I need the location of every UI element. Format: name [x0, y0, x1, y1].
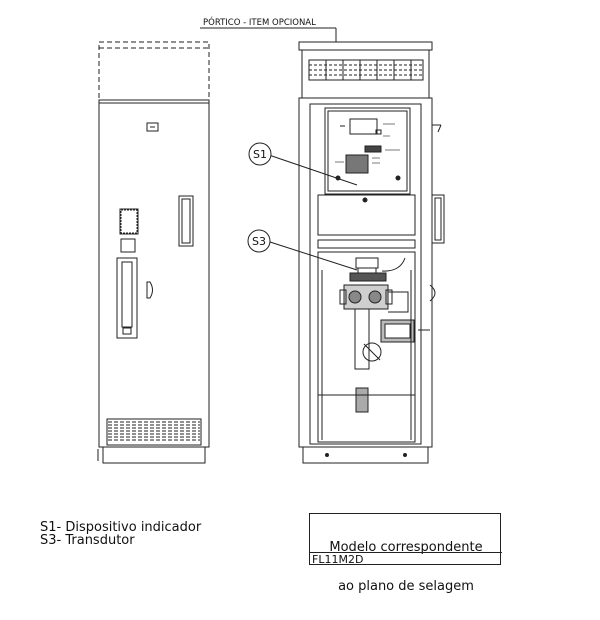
- legend-item-s1: S1- Dispositivo indicador: [40, 520, 202, 535]
- right-cabinet-view: [298, 41, 445, 464]
- keypad: [345, 154, 369, 174]
- right-portico: [298, 41, 433, 99]
- left-cabinet-body: [98, 99, 210, 448]
- right-cabinet-base: [302, 446, 429, 464]
- model-box: Modelo correspondente ao plano de selage…: [309, 513, 502, 593]
- legend-item-s3: S3- Transdutor: [40, 533, 135, 548]
- middle-door-panel: [317, 194, 416, 236]
- right-side-handle: [431, 194, 445, 244]
- nozzle-slot: [116, 257, 138, 339]
- left-door-handle: [178, 195, 194, 247]
- left-display-window: [119, 208, 139, 235]
- portico-label: PÓRTICO - ITEM OPCIONAL: [203, 16, 316, 28]
- display-head: [324, 107, 411, 195]
- left-cabinet-view: [97, 41, 210, 464]
- legend: S1- Dispositivo indicador S3- Transdutor: [40, 521, 201, 547]
- callout-s3-label: S3: [252, 235, 266, 248]
- price-display: [349, 118, 378, 135]
- callout-s1-circle: [248, 142, 272, 166]
- model-title-line2: ao plano de selagem: [338, 579, 474, 594]
- left-portico-outline: [98, 41, 210, 101]
- model-code: FL11M2D: [310, 552, 502, 566]
- technical-drawing: PÓRTICO - ITEM OPCIONAL S1 S3: [97, 16, 445, 464]
- left-vent-louvers: [106, 418, 202, 446]
- nozzle-hook: [146, 281, 153, 299]
- strainer: [362, 342, 382, 362]
- left-cabinet-base: [102, 446, 206, 464]
- hydraulic-compartment: [317, 251, 436, 443]
- model-title-line1: Modelo correspondente: [329, 540, 483, 555]
- left-small-panel: [120, 238, 136, 253]
- model-title: Modelo correspondente ao plano de selage…: [310, 515, 502, 619]
- callout-s1-label: S1: [253, 148, 267, 161]
- cabinet-lock-icon: [146, 122, 159, 132]
- transducer: [355, 257, 379, 269]
- callout-s3-circle: [247, 229, 271, 253]
